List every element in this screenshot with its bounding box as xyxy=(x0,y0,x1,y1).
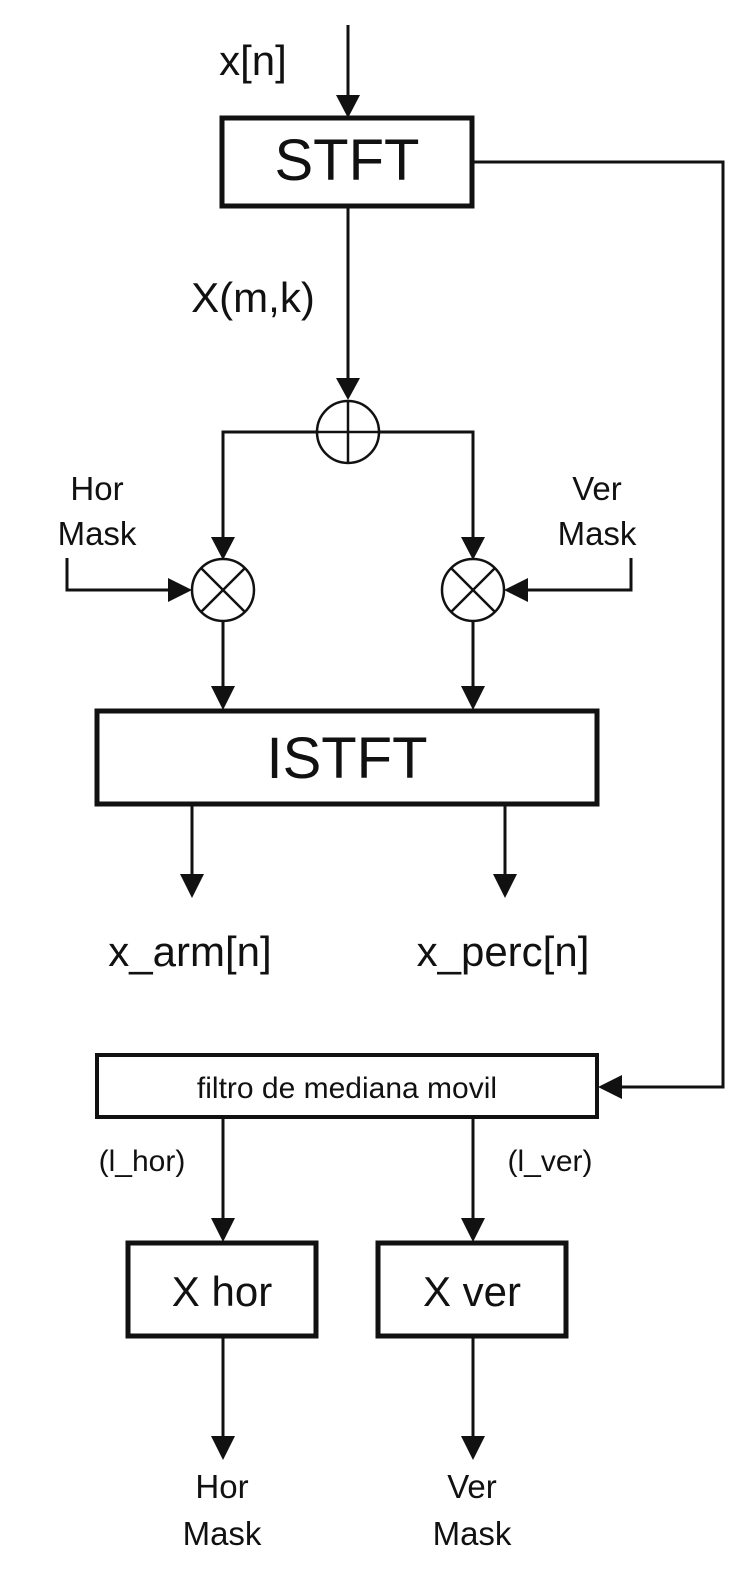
istft-block xyxy=(94,708,600,807)
ver-mask-output-label-line2: Mask xyxy=(433,1515,512,1552)
right-branch-arrowhead xyxy=(461,537,485,560)
harmonic-output-arrowhead xyxy=(180,874,204,898)
ver-mask-input-label-line1: Ver xyxy=(572,470,622,507)
right-branch-line xyxy=(379,430,475,540)
left-branch-arrowhead xyxy=(211,537,235,560)
hor-mask-input-label-line1: Hor xyxy=(70,470,123,507)
sum-arrowhead xyxy=(336,378,360,400)
l-hor-label: (l_hor) xyxy=(99,1145,186,1178)
median-filter-label: filtro de mediana movil xyxy=(197,1072,497,1105)
x-ver-label: X ver xyxy=(423,1268,521,1315)
hor-to-istft-arrowhead xyxy=(211,686,235,710)
ver-mask-output-label-line1: Ver xyxy=(447,1468,497,1505)
ver-multiplier-x2 xyxy=(450,567,496,613)
hor-mask-output-label-line2: Mask xyxy=(183,1515,262,1552)
median-filter-block xyxy=(95,1053,599,1119)
ver-mask-input-arrowhead xyxy=(504,578,528,602)
stft-label: STFT xyxy=(275,128,420,193)
l-ver-label: (l_ver) xyxy=(507,1145,592,1178)
hor-mask-input-line xyxy=(65,558,172,592)
istft-label: ISTFT xyxy=(266,726,427,791)
hor-multiplier-x2 xyxy=(200,567,246,613)
ver-mask-output-arrowhead xyxy=(461,1436,485,1460)
input-arrowhead xyxy=(336,95,360,118)
percussive-output-label: x_perc[n] xyxy=(417,928,590,975)
input-signal-label: x[n] xyxy=(219,37,287,84)
ver-to-istft-arrowhead xyxy=(461,686,485,710)
harmonic-output-label: x_arm[n] xyxy=(108,928,271,975)
hor-mask-output-arrowhead xyxy=(211,1436,235,1460)
hor-mask-input-arrowhead xyxy=(168,578,192,602)
spectrum-label: X(m,k) xyxy=(191,274,315,321)
left-branch-line xyxy=(221,430,317,540)
x-hor-label: X hor xyxy=(172,1268,272,1315)
x-hor-block xyxy=(125,1240,319,1339)
hor-mask-input-label-line2: Mask xyxy=(58,515,137,552)
x-ver-block xyxy=(375,1240,569,1339)
ver-mask-input-label-line2: Mask xyxy=(558,515,637,552)
l-ver-arrowhead xyxy=(461,1218,485,1242)
hor-mask-output-label-line1: Hor xyxy=(195,1468,248,1505)
percussive-output-arrowhead xyxy=(493,874,517,898)
ver-mask-input-line xyxy=(526,558,633,592)
stft-to-median-filter-line xyxy=(472,160,725,1089)
l-hor-arrowhead xyxy=(211,1218,235,1242)
median-filter-arrowhead xyxy=(598,1075,622,1099)
